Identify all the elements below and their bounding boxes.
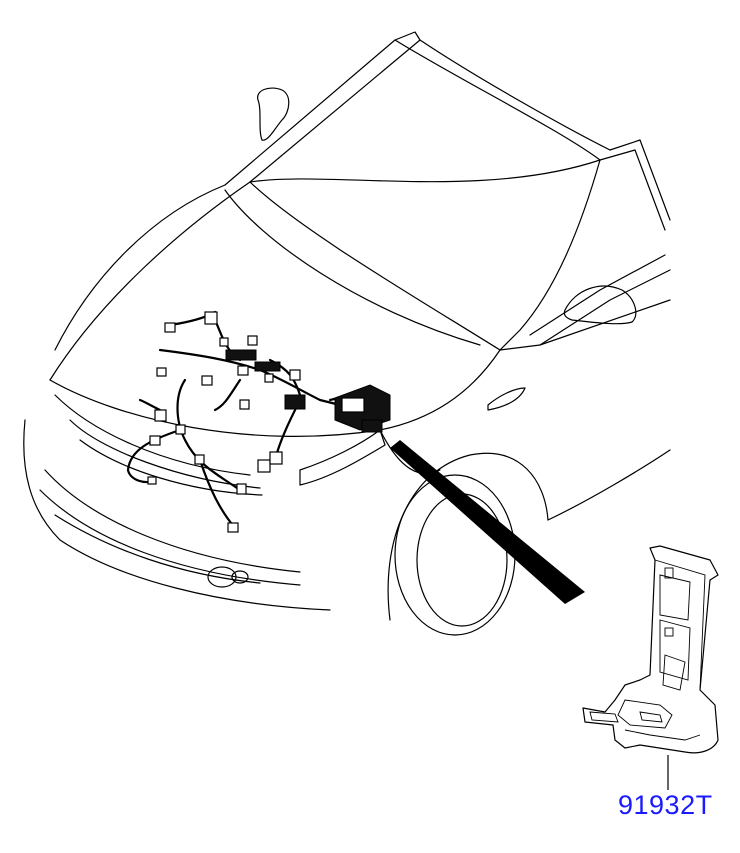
car-outline [23, 31, 671, 636]
detail-pointer [390, 440, 585, 604]
wiring-harness [126, 310, 391, 533]
bracket-part [582, 545, 719, 754]
part-number-callout[interactable]: 91932T [618, 790, 713, 820]
